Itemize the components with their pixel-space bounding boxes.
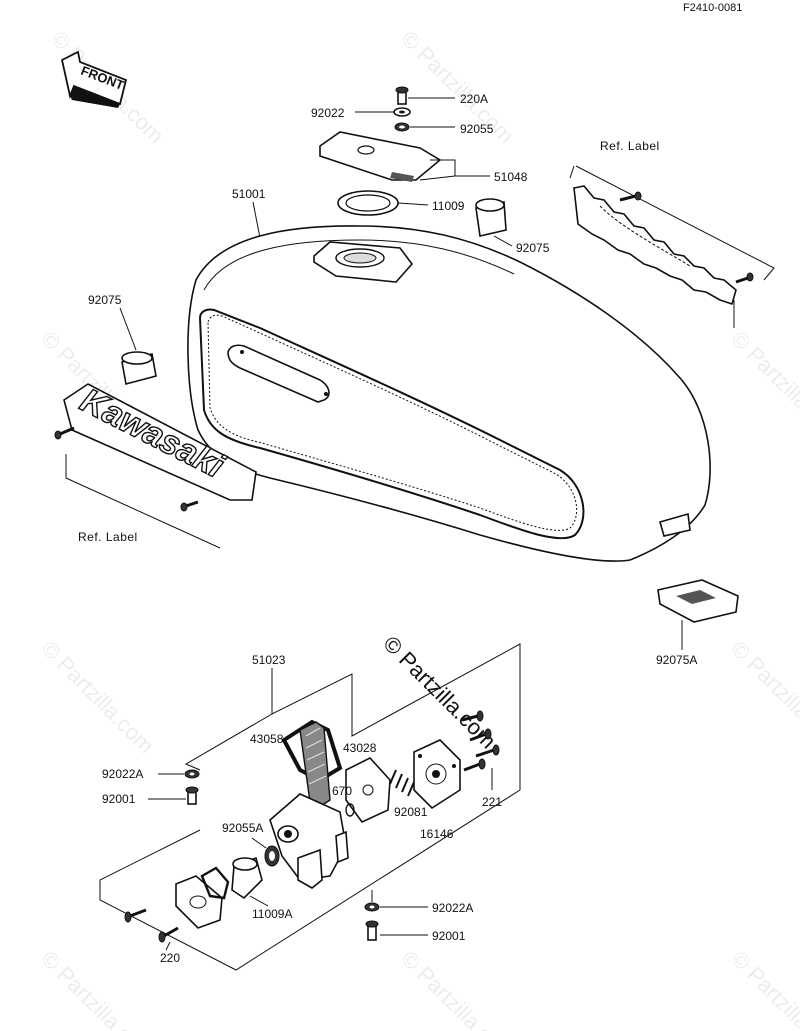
label-92081: 92081 — [394, 805, 428, 819]
fuel-tank-51001 — [187, 225, 711, 562]
label-92001-top: 92001 — [102, 792, 136, 806]
label-670: 670 — [332, 784, 352, 798]
watermark: © Partzilla.com — [726, 636, 800, 759]
gasket-43058 — [281, 719, 343, 783]
petcock-body-51023 — [269, 721, 349, 889]
label-51048: 51048 — [494, 170, 528, 184]
screws-221 — [461, 710, 500, 772]
screw-right-upper — [619, 191, 642, 202]
label-92055: 92055 — [460, 122, 494, 136]
watermark: © Partzilla.com — [726, 326, 800, 449]
ref-label-left: Ref. Label — [78, 530, 138, 544]
diaphragm-43028 — [345, 757, 391, 824]
label-11009A: 11009A — [252, 907, 292, 921]
screw-emblem-right — [180, 500, 199, 512]
washer-92022A-bottom — [364, 902, 380, 912]
gasket-plate — [175, 866, 230, 929]
ref-label-right: Ref. Label — [600, 139, 660, 153]
label-92022: 92022 — [311, 106, 345, 120]
figure-code: F2410-0081 — [683, 2, 742, 14]
o-ring-670 — [345, 803, 355, 817]
label-92001-bottom: 92001 — [432, 929, 466, 943]
label-92022A-top: 92022A — [102, 767, 143, 781]
gasket-11009 — [337, 190, 399, 216]
label-11009: 11009 — [432, 199, 465, 213]
bolt-92001-bottom — [365, 920, 379, 941]
label-43028: 43028 — [343, 741, 377, 755]
spring-92081 — [389, 769, 415, 797]
label-92022A-bottom: 92022A — [432, 901, 473, 915]
washer-92022A-top — [184, 769, 200, 779]
damper-92075-left — [121, 351, 157, 385]
label-92075A: 92075A — [656, 653, 697, 667]
watermark: © Partzilla.com — [36, 946, 159, 1031]
label-220A: 220A — [460, 92, 488, 106]
watermark: © Partzilla.com — [396, 946, 519, 1031]
washer-92055 — [394, 122, 410, 132]
screw-220-upper — [124, 908, 147, 923]
label-16146: 16146 — [420, 827, 454, 841]
label-92075-right: 92075 — [516, 241, 550, 255]
cover-16146 — [413, 739, 461, 810]
emblem-bracket-right — [573, 185, 737, 306]
label-51023: 51023 — [252, 653, 286, 667]
bolt-92001-top — [185, 786, 199, 805]
bolt-220A — [395, 86, 409, 105]
screw-220-lower — [158, 926, 179, 943]
watermark: © Partzilla.com — [726, 946, 800, 1031]
label-92055A: 92055A — [222, 821, 263, 835]
label-51001: 51001 — [232, 187, 266, 201]
damper-92075-right — [475, 198, 507, 237]
label-43058: 43058 — [250, 732, 284, 746]
label-221: 221 — [482, 795, 502, 809]
washer-92022 — [393, 107, 411, 117]
label-220: 220 — [160, 951, 180, 965]
watermark: © Partzilla.com — [396, 26, 519, 149]
cap-51048 — [319, 131, 442, 182]
screw-emblem-left — [54, 426, 75, 440]
watermark: © Partzilla.com — [36, 636, 159, 759]
screw-right-lower — [735, 272, 754, 284]
damper-92075A — [657, 579, 739, 623]
o-ring-92055A — [264, 845, 280, 867]
label-92075-left: 92075 — [88, 293, 122, 307]
strainer-11009A — [231, 856, 263, 900]
